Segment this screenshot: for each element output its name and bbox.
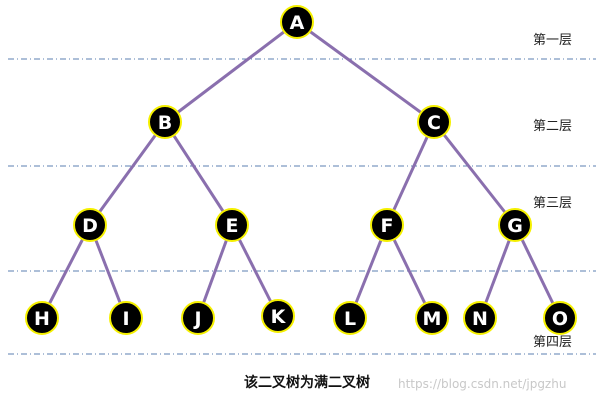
level-label-3: 第三层: [533, 196, 572, 211]
node-circle-O: [543, 301, 577, 335]
node-G: G: [498, 208, 532, 242]
edge-C-F: [385, 121, 436, 226]
node-label-J: J: [192, 308, 201, 330]
node-circle-J: [181, 301, 215, 335]
node-circle-N: [463, 301, 497, 335]
node-label-M: M: [423, 308, 442, 330]
node-circle-E: [215, 208, 249, 242]
node-E: E: [215, 208, 249, 242]
edge-D-H: [40, 224, 92, 319]
node-J: J: [181, 301, 215, 335]
node-C: C: [417, 105, 451, 139]
node-label-C: C: [427, 112, 441, 134]
node-circle-A: [280, 5, 314, 39]
edge-G-O: [513, 224, 562, 319]
node-label-I: I: [122, 308, 129, 330]
node-L: L: [333, 301, 367, 335]
node-circle-I: [109, 301, 143, 335]
node-M: M: [415, 301, 449, 335]
node-label-K: K: [271, 306, 287, 328]
node-circle-B: [148, 105, 182, 139]
node-D: D: [73, 208, 107, 242]
node-label-O: O: [552, 308, 568, 330]
node-K: K: [261, 299, 295, 333]
edge-B-E: [163, 121, 234, 226]
node-H: H: [25, 301, 59, 335]
node-circle-L: [333, 301, 367, 335]
node-circle-K: [261, 299, 295, 333]
diagram-caption: 该二叉树为满二叉树: [244, 374, 370, 391]
tree-nodes: A B C D E F G H I J K L M N O: [25, 5, 577, 335]
level-label-1: 第一层: [533, 33, 572, 48]
node-O: O: [543, 301, 577, 335]
node-B: B: [148, 105, 182, 139]
node-label-L: L: [344, 308, 356, 330]
node-label-F: F: [381, 215, 394, 237]
node-N: N: [463, 301, 497, 335]
level-label-2: 第二层: [533, 119, 572, 134]
tree-edges: [40, 20, 562, 319]
node-circle-C: [417, 105, 451, 139]
node-F: F: [370, 208, 404, 242]
level-label-4: 第四层: [533, 335, 572, 350]
node-I: I: [109, 301, 143, 335]
node-circle-G: [498, 208, 532, 242]
node-label-E: E: [226, 215, 239, 237]
node-circle-D: [73, 208, 107, 242]
node-label-G: G: [507, 215, 523, 237]
edge-B-D: [88, 121, 167, 226]
edge-A-C: [296, 20, 435, 124]
node-label-D: D: [82, 215, 98, 237]
node-label-A: A: [290, 12, 305, 34]
edge-C-G: [432, 121, 517, 226]
node-label-H: H: [34, 308, 50, 330]
node-circle-H: [25, 301, 59, 335]
node-A: A: [280, 5, 314, 39]
node-circle-M: [415, 301, 449, 335]
edge-A-B: [164, 20, 298, 124]
node-label-N: N: [472, 308, 488, 330]
node-circle-F: [370, 208, 404, 242]
edge-F-M: [385, 224, 434, 319]
watermark-url: https://blog.csdn.net/jpgzhu: [398, 377, 566, 391]
node-label-B: B: [158, 112, 172, 134]
